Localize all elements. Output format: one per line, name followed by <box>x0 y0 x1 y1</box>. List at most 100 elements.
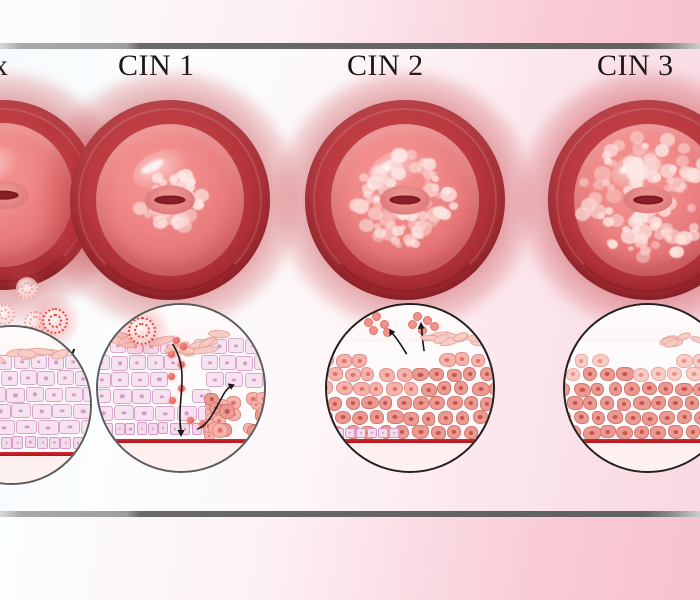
cell-nucleus <box>629 387 635 392</box>
lesion-patch <box>433 206 448 219</box>
epithelial-cell <box>98 372 111 388</box>
cell-nucleus <box>478 386 484 391</box>
lesion-patch <box>628 245 635 252</box>
cell-nucleus <box>647 386 652 391</box>
lesion-patch <box>418 157 429 167</box>
cell-nucleus <box>434 372 439 377</box>
cervix-view-cin3 <box>520 72 700 328</box>
cell-nucleus <box>99 378 104 382</box>
epithelial-cell <box>81 419 90 435</box>
epithelial-cell <box>85 435 90 449</box>
dysplastic-cell <box>472 381 490 396</box>
cell-nucleus <box>689 400 694 405</box>
stroma-layer <box>327 442 493 471</box>
lesion-patch <box>632 225 641 233</box>
epithelial-cell <box>378 427 388 439</box>
lesion-patch <box>408 219 420 231</box>
cell-nucleus <box>5 441 8 445</box>
cell-nucleus <box>359 431 363 435</box>
cell-nucleus <box>32 392 38 396</box>
epithelial-cell <box>0 387 6 403</box>
lesion-patch <box>186 179 195 187</box>
cell-nucleus <box>409 386 414 391</box>
lesion-patch <box>379 212 395 227</box>
lesion-patch <box>668 177 686 192</box>
dysplastic-cell <box>463 367 477 382</box>
cell-nucleus <box>117 361 122 365</box>
cell-nucleus <box>638 373 644 378</box>
dysplastic-cell <box>327 352 334 367</box>
dysplastic-cell <box>566 367 581 382</box>
lesion-patch <box>395 241 403 249</box>
cell-nucleus <box>261 405 264 410</box>
cell-nucleus <box>41 441 44 445</box>
lesion-patch <box>590 204 607 220</box>
epithelial-cell <box>73 404 90 419</box>
lesion-patch <box>687 203 697 212</box>
lesion-patch <box>636 250 651 264</box>
cell-nucleus <box>622 402 626 407</box>
dysplastic-cell <box>327 397 343 411</box>
cell-nucleus <box>260 413 264 418</box>
lesion-patch <box>423 170 435 180</box>
cell-nucleus <box>571 430 576 434</box>
lesion-patch <box>689 223 699 232</box>
dysplastic-cell <box>667 367 682 381</box>
epithelial-cell <box>56 370 74 386</box>
cell-nucleus <box>207 434 211 438</box>
dysplastic-cell <box>668 425 684 439</box>
basement-membrane <box>327 439 493 443</box>
dysplastic-cell <box>633 395 651 410</box>
dysplastic-cell <box>600 395 614 410</box>
epithelial-cell <box>111 372 130 388</box>
lesion-patch <box>152 211 162 221</box>
dysplastic-cell <box>370 410 385 425</box>
cell-nucleus <box>129 427 132 431</box>
dysplastic-cell <box>446 425 461 439</box>
dysplastic-cell <box>454 381 469 396</box>
epithelial-cell <box>147 355 165 370</box>
epithelial-cell <box>132 388 152 404</box>
dysplastic-cell <box>421 411 435 426</box>
tissue-inset-normal <box>0 325 92 485</box>
cell-nucleus <box>579 415 584 420</box>
cell-nucleus <box>99 394 105 398</box>
cell-nucleus <box>141 427 144 430</box>
epithelial-cell <box>98 338 109 354</box>
dysplastic-cell <box>429 367 445 382</box>
dysplastic-cell <box>412 425 430 440</box>
cell-nucleus <box>392 415 398 420</box>
cell-nucleus <box>469 430 474 435</box>
cell-nucleus <box>402 373 408 378</box>
cell-nucleus <box>100 411 106 415</box>
hpv-virion <box>167 350 175 358</box>
cell-nucleus <box>53 441 56 445</box>
cell-nucleus <box>261 396 264 401</box>
hpv-virion <box>169 397 177 405</box>
lesion-patch <box>417 164 429 174</box>
epithelial-cell <box>155 406 176 421</box>
cell-nucleus <box>663 386 668 391</box>
cell-nucleus <box>672 401 678 406</box>
epithelial-cell <box>98 355 110 371</box>
cell-nucleus <box>436 431 441 436</box>
cell-nucleus <box>484 402 489 407</box>
lesion-patch <box>152 173 163 183</box>
lesion-patch <box>358 172 369 182</box>
cell-nucleus <box>263 420 264 425</box>
epithelial-cell <box>103 423 114 436</box>
dysplastic-cell <box>463 396 479 411</box>
dysplastic-cell <box>256 391 264 406</box>
shed-dysplastic-cell <box>429 321 439 331</box>
cell-nucleus <box>327 386 328 391</box>
cell-nucleus <box>375 415 380 420</box>
cell-nucleus <box>622 431 628 436</box>
lesion-patch <box>191 199 204 210</box>
cell-nucleus <box>98 427 99 431</box>
epithelial-cell <box>98 388 112 404</box>
cell-nucleus <box>122 411 127 415</box>
epithelial-cell <box>37 371 55 386</box>
cell-nucleus <box>374 386 378 391</box>
epithelial-cell <box>356 427 366 439</box>
lesion-patch <box>594 166 612 182</box>
